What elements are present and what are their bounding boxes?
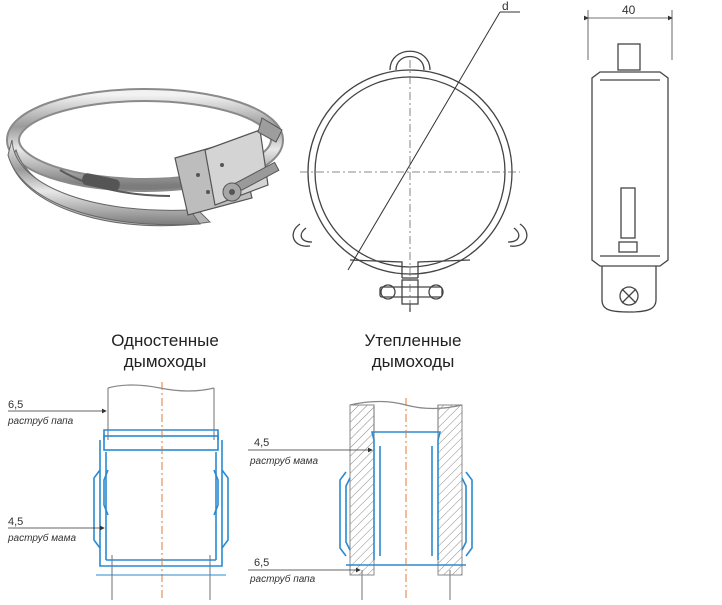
- left-bottom-text: раструб мама: [7, 532, 76, 544]
- right-top-value: 4,5: [254, 437, 269, 449]
- width-label: 40: [622, 3, 636, 17]
- clamp-photo: [6, 88, 284, 227]
- insulated-section: [248, 398, 473, 600]
- front-view-axes: [300, 60, 520, 312]
- diameter-label: d: [502, 0, 509, 13]
- caption-insulated-line2: дымоходы: [371, 352, 455, 371]
- left-top-value: 6,5: [8, 399, 23, 411]
- left-top-text: раструб папа: [7, 415, 74, 427]
- caption-single-wall: Одностенные дымоходы: [70, 330, 260, 372]
- caption-insulated-line1: Утепленные: [364, 331, 462, 350]
- caption-single-wall-line1: Одностенные: [111, 331, 219, 350]
- right-bottom-text: раструб папа: [249, 573, 316, 585]
- right-bottom-value: 6,5: [254, 557, 269, 569]
- caption-insulated: Утепленные дымоходы: [318, 330, 508, 372]
- side-view-drawing: [584, 10, 673, 313]
- left-bottom-value: 4,5: [8, 516, 23, 528]
- right-top-text: раструб мама: [249, 455, 318, 467]
- caption-single-wall-line2: дымоходы: [123, 352, 207, 371]
- diameter-dimension: d: [347, 0, 520, 271]
- single-wall-section: [8, 382, 229, 600]
